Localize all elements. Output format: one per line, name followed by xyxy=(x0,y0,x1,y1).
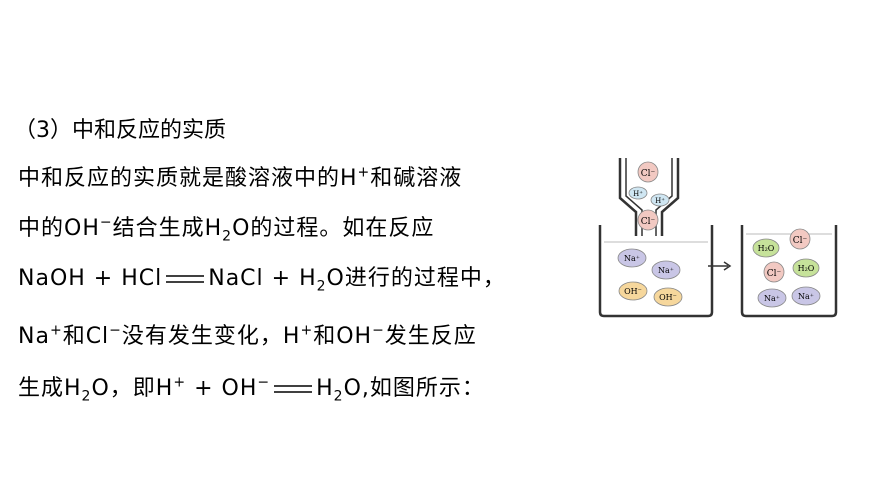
left-beaker xyxy=(598,225,714,318)
text-line-1: 中和反应的实质就是酸溶液中的H+和碱溶液 xyxy=(18,160,462,192)
text: 和OH xyxy=(313,324,373,349)
text: 发生反应 xyxy=(384,324,477,349)
ion-cl: Cl⁻ xyxy=(637,209,659,231)
ion-label: H⁺ xyxy=(633,190,643,198)
text: 生成H xyxy=(18,376,82,401)
ion-label: OH⁻ xyxy=(624,287,642,296)
ion-label: Cl⁻ xyxy=(767,269,782,279)
subscript: 2 xyxy=(81,388,92,405)
superscript: + xyxy=(300,322,314,339)
text: NaOH + HCl xyxy=(18,266,163,291)
text: NaCl + H xyxy=(208,266,317,291)
ion-na: Na⁺ xyxy=(617,248,647,268)
text-line-2: 中的OH−结合生成H2O的过程。如在反应 xyxy=(18,210,435,245)
ion-label: Cl⁻ xyxy=(793,236,808,246)
double-line-equals-icon xyxy=(166,275,205,283)
ion-na: Na⁺ xyxy=(757,288,787,308)
ion-label: OH⁻ xyxy=(659,293,677,302)
text: 中和反应的实质就是酸溶液中的H xyxy=(18,166,358,191)
text: Na xyxy=(18,324,50,349)
ion-label: Cl⁻ xyxy=(641,169,656,179)
text: H xyxy=(316,376,334,401)
ion-cl: Cl⁻ xyxy=(763,261,785,283)
ion-label: Na⁺ xyxy=(764,294,780,303)
superscript: − xyxy=(257,374,271,391)
ion-oh: OH⁻ xyxy=(618,281,648,301)
superscript: + xyxy=(357,164,371,181)
text: 中的OH xyxy=(18,216,100,241)
ion-cl: Cl⁻ xyxy=(637,161,659,183)
ion-label: H⁺ xyxy=(655,197,665,205)
superscript: + xyxy=(49,322,63,339)
section-heading: （3）中和反应的实质 xyxy=(14,118,226,143)
superscript: − xyxy=(372,322,385,339)
subscript: 2 xyxy=(316,278,327,295)
text: + OH xyxy=(186,376,258,401)
ion-h: H⁺ xyxy=(650,193,670,207)
subscript: 2 xyxy=(333,388,344,405)
ion-label: Na⁺ xyxy=(798,292,814,301)
reaction-arrow-icon xyxy=(708,261,732,271)
text: 结合生成H xyxy=(112,216,223,241)
text-line-3: NaOH + HCl NaCl + H2O进行的过程中， xyxy=(18,260,506,295)
ion-label: Na⁺ xyxy=(624,254,640,263)
text: O的过程。如在反应 xyxy=(232,216,435,241)
text-line-5: 生成H2O，即H+ + OH−H2O,如图所示： xyxy=(18,370,485,405)
ion-label: Na⁺ xyxy=(658,266,674,275)
molecule-label: H₂O xyxy=(758,244,775,253)
ion-na: Na⁺ xyxy=(791,286,821,306)
text: O进行的过程中， xyxy=(326,266,506,291)
burette-left-wall xyxy=(618,158,638,236)
ion-na: Na⁺ xyxy=(651,260,681,280)
burette-right-wall xyxy=(660,158,680,236)
ion-cl: Cl⁻ xyxy=(789,228,811,250)
ion-oh: OH⁻ xyxy=(653,287,683,307)
double-line-equals-icon xyxy=(274,385,313,393)
ion-h: H⁺ xyxy=(628,186,648,200)
molecule-h2o: H₂O xyxy=(752,238,780,258)
ion-label: Cl⁻ xyxy=(641,217,656,227)
superscript: + xyxy=(173,374,187,391)
superscript: − xyxy=(99,214,113,231)
molecule-h2o: H₂O xyxy=(792,258,820,278)
subscript: 2 xyxy=(222,228,233,245)
neutralization-diagram: Cl⁻ H⁺ H⁺ Cl⁻ Na⁺ Na⁺ OH⁻ OH⁻ H₂O Cl⁻ Cl… xyxy=(598,158,838,318)
molecule-label: H₂O xyxy=(798,264,815,273)
text: 和Cl xyxy=(62,324,110,349)
text: O,如图所示： xyxy=(343,376,485,401)
text-line-4: Na+和Cl−没有发生变化，H+和OH−发生反应 xyxy=(18,318,477,350)
right-beaker xyxy=(740,225,838,318)
text: 和碱溶液 xyxy=(370,166,463,191)
text: O，即H xyxy=(91,376,174,401)
text: 没有发生变化，H xyxy=(121,324,301,349)
superscript: − xyxy=(109,322,122,339)
